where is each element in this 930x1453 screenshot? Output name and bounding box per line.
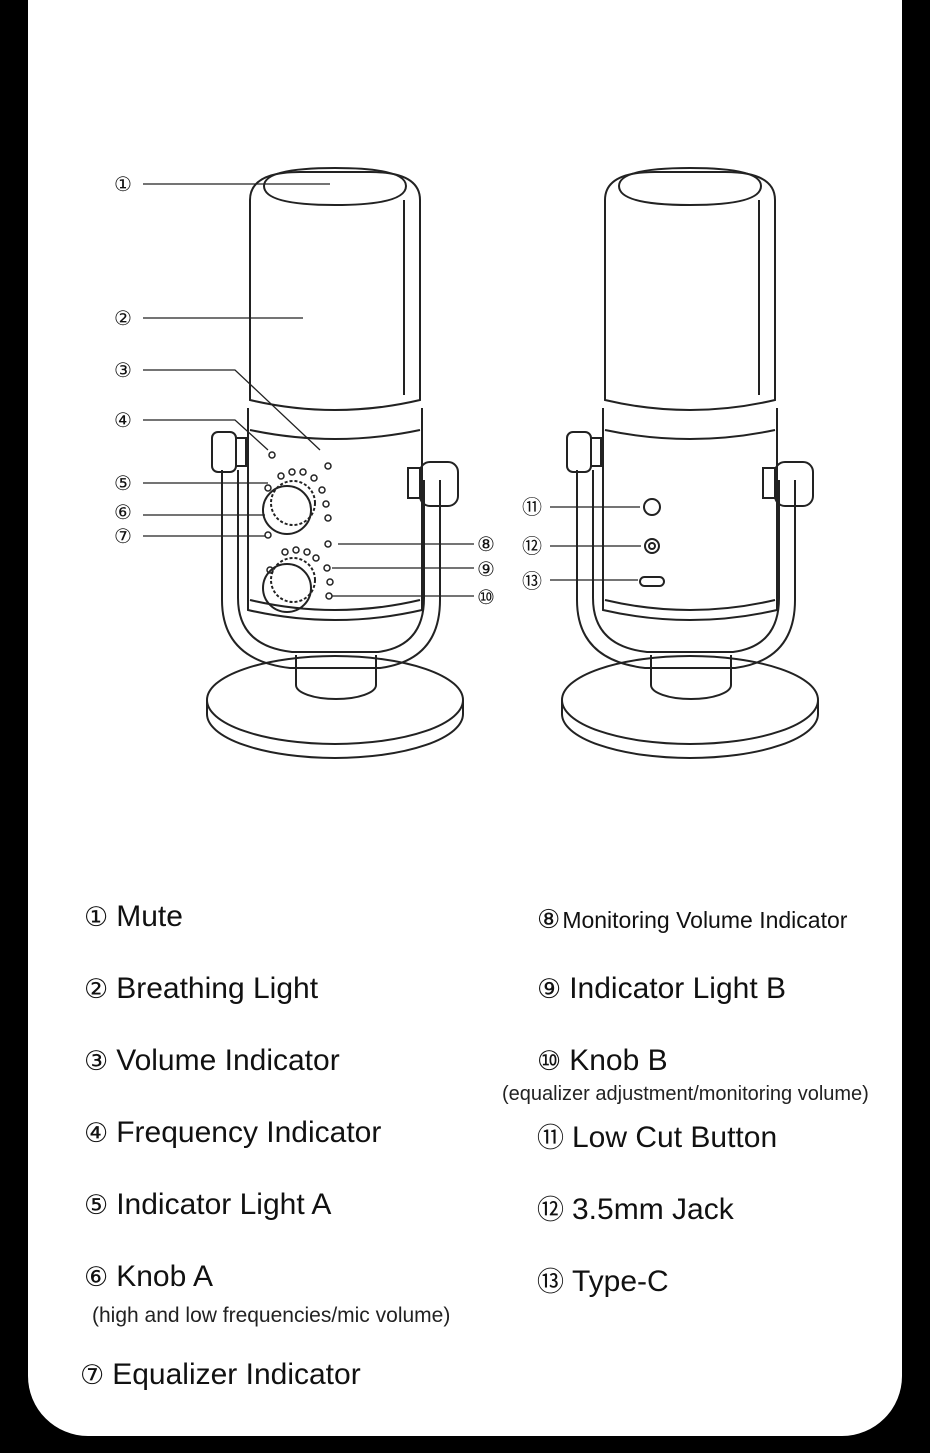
callout-9: ⑨ [477,557,495,581]
callout-11: ⑪ [522,495,542,519]
front-microphone-illustration [143,166,474,759]
callout-1: ① [114,172,132,196]
callout-3: ③ [114,358,132,382]
callout-8: ⑧ [477,532,495,556]
callout-2: ② [114,306,132,330]
callout-5: ⑤ [114,471,132,495]
legend-note-knob-a: (high and low frequencies/mic volume) [92,1304,451,1327]
back-microphone-illustration [550,166,819,759]
callout-4: ④ [114,408,132,432]
callout-13: ⑬ [522,569,542,593]
callout-numbers: ① ② ③ ④ ⑤ ⑥ ⑦ ⑧ ⑨ ⑩ ⑪ ⑫ ⑬ [114,172,542,609]
legend-note-knob-b: (equalizer adjustment/monitoring volume) [502,1083,869,1105]
callout-6: ⑥ [114,500,132,524]
callout-10: ⑩ [477,585,495,609]
callout-12: ⑫ [522,534,542,558]
legend-item-monitoring-volume-indicator: ⑧Monitoring Volume Indicator [537,905,848,935]
microphone-diagram: ① ② ③ ④ ⑤ ⑥ ⑦ ⑧ ⑨ ⑩ ⑪ ⑫ ⑬ [114,166,819,759]
content-card [28,0,902,1436]
callout-7: ⑦ [114,524,132,548]
